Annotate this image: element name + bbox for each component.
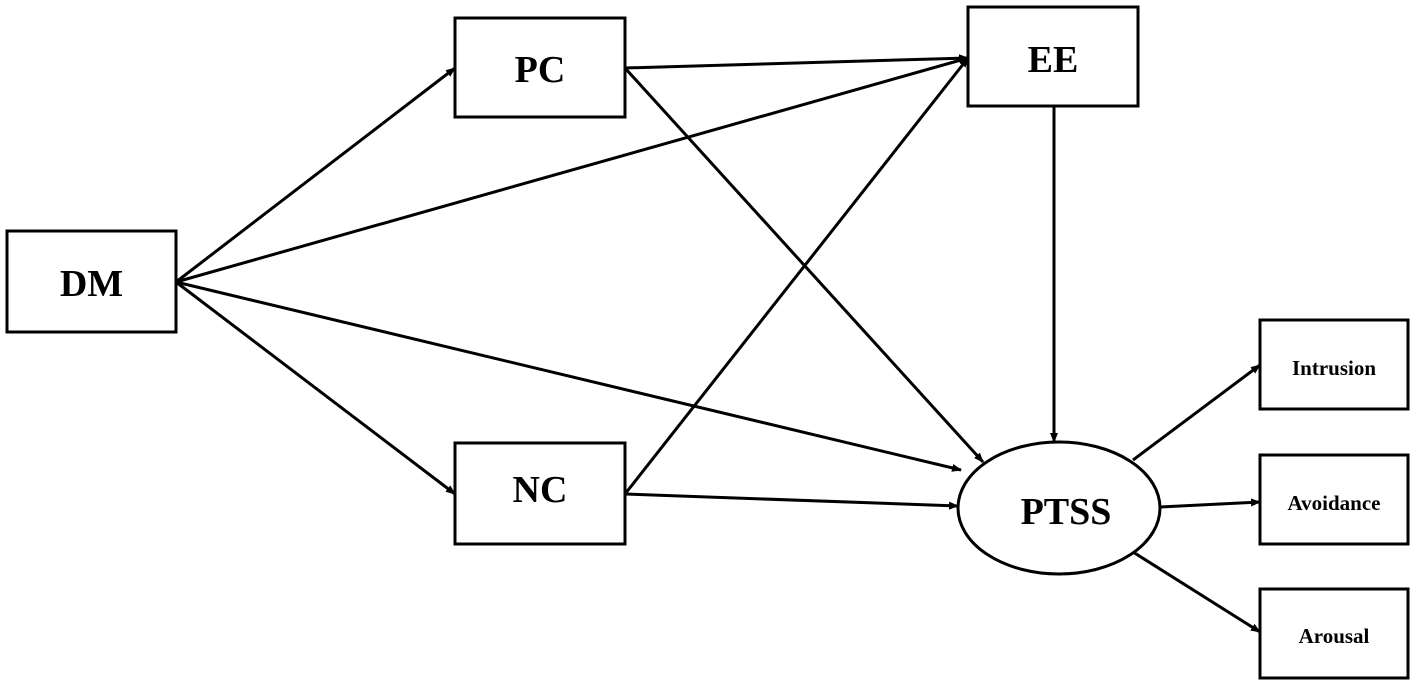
- node-ptss: PTSS: [956, 440, 1162, 576]
- node-nc-box: [453, 441, 627, 546]
- edge-pc-ee: [624, 54, 969, 70]
- node-intrusion-box: [1258, 318, 1410, 411]
- node-avoidance-box: [1258, 453, 1410, 546]
- node-arousal: Arousal: [1258, 587, 1410, 680]
- edge-ptss-arousal: [1132, 550, 1261, 634]
- edge-dm-ptss: [175, 280, 962, 472]
- edge-ptss-intrusion: [1132, 363, 1261, 462]
- node-dm: DM: [5, 229, 178, 334]
- node-intrusion-label: Intrusion: [1292, 356, 1376, 380]
- node-ee-box: [966, 5, 1140, 108]
- node-arousal-box: [1258, 587, 1410, 680]
- node-pc-box: [453, 16, 627, 119]
- edges: [175, 54, 1261, 634]
- node-intrusion: Intrusion: [1258, 318, 1410, 411]
- node-avoidance: Avoidance: [1258, 453, 1410, 546]
- node-nc-label: NC: [513, 469, 568, 511]
- edge-dm-nc: [175, 280, 456, 496]
- edge-dm-pc: [175, 66, 456, 284]
- node-pc-label: PC: [515, 49, 566, 91]
- node-ee: EE: [966, 5, 1140, 108]
- node-ptss-ellipse: [956, 440, 1162, 576]
- edge-nc-ee: [623, 57, 970, 495]
- edge-dm-ee: [175, 56, 969, 284]
- node-nc: NC: [453, 441, 627, 546]
- node-avoidance-label: Avoidance: [1288, 491, 1381, 515]
- node-pc: PC: [453, 16, 627, 119]
- edge-ptss-avoidance: [1159, 498, 1261, 509]
- node-dm-box: [5, 229, 178, 334]
- node-dm-label: DM: [60, 263, 123, 305]
- node-ee-label: EE: [1028, 39, 1079, 81]
- edge-nc-ptss: [624, 492, 959, 510]
- node-arousal-label: Arousal: [1299, 624, 1370, 648]
- node-ptss-label: PTSS: [1021, 491, 1112, 533]
